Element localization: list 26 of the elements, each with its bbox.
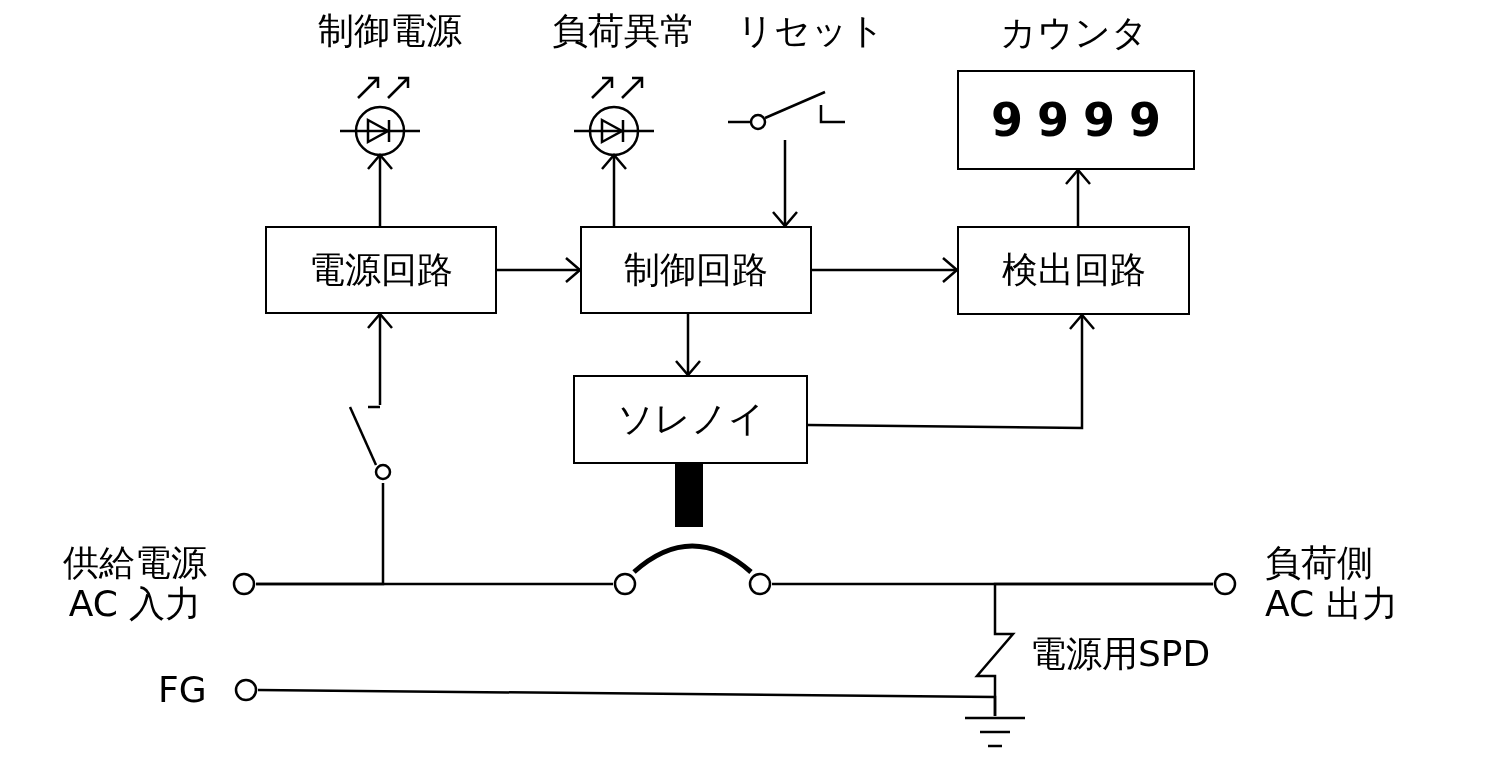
process-box: 制御回路 xyxy=(580,226,812,314)
process-box: 電源回路 xyxy=(265,226,497,314)
wire xyxy=(258,688,997,716)
arrow xyxy=(812,256,959,284)
process-box: 検出回路 xyxy=(957,226,1190,315)
component-label: 電源用SPD xyxy=(1030,633,1211,675)
indicator-label: 負荷異常 xyxy=(552,10,696,52)
arrow xyxy=(771,140,799,228)
arrow xyxy=(497,256,582,284)
wire xyxy=(993,582,1213,628)
process-box: ソレノイ xyxy=(573,375,808,464)
terminal-label: 負荷側 AC 出力 xyxy=(1265,542,1399,625)
counter-display: 9999 xyxy=(957,70,1195,170)
arrow xyxy=(808,313,1096,430)
wire xyxy=(256,582,613,586)
arrow xyxy=(1064,168,1092,226)
arrow xyxy=(600,153,628,226)
terminal-label: 供給電源 AC 入力 xyxy=(62,542,208,625)
arrow xyxy=(366,153,394,226)
indicator-label: 制御電源 xyxy=(318,10,462,52)
wire xyxy=(632,543,753,574)
switch-label: リセット xyxy=(737,10,885,52)
arrow xyxy=(366,312,394,405)
terminal-label: FG xyxy=(158,669,207,711)
arrow xyxy=(674,314,702,377)
counter-label: カウンタ xyxy=(1000,12,1148,54)
